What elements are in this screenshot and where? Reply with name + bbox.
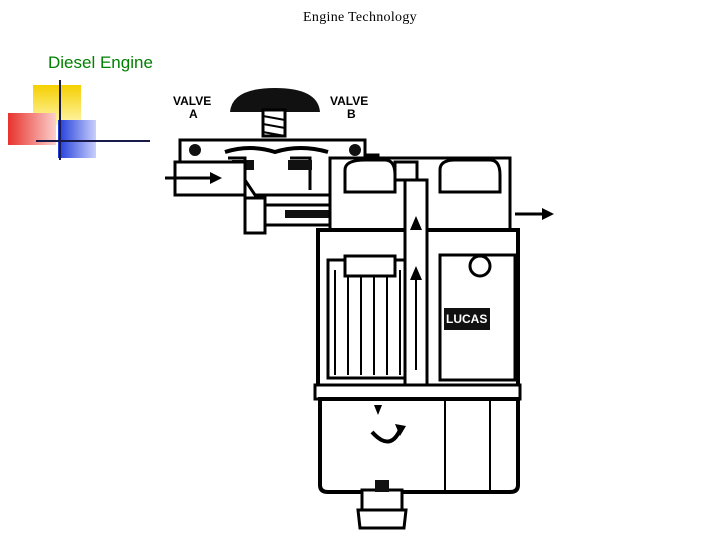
brand-label: LUCAS	[446, 312, 487, 326]
drain-plug	[360, 488, 404, 512]
fuel-filter-diagram: VALVE A VALVE B LUCAS	[165, 88, 554, 530]
sediment-bowl	[318, 397, 520, 494]
bowl-collar	[313, 383, 522, 401]
bleed-screw-knob	[230, 88, 320, 112]
swirl-arrow	[370, 429, 402, 444]
valve-b-label-line2: B	[347, 107, 356, 121]
side-bolt	[243, 196, 267, 235]
drain-plug-cap	[356, 508, 408, 530]
slide-header: Engine Technology	[303, 10, 417, 25]
deco-blue-square	[58, 120, 96, 158]
center-bolt-head	[393, 160, 419, 182]
valve-b-label-line1: VALVE	[330, 94, 368, 108]
valve-a-label-line2: A	[189, 107, 198, 121]
valve-a-label-line1: VALVE	[173, 94, 211, 108]
decorative-squares	[8, 80, 150, 160]
slide-subtitle: Diesel Engine	[48, 53, 153, 72]
deco-red-square	[8, 113, 56, 145]
